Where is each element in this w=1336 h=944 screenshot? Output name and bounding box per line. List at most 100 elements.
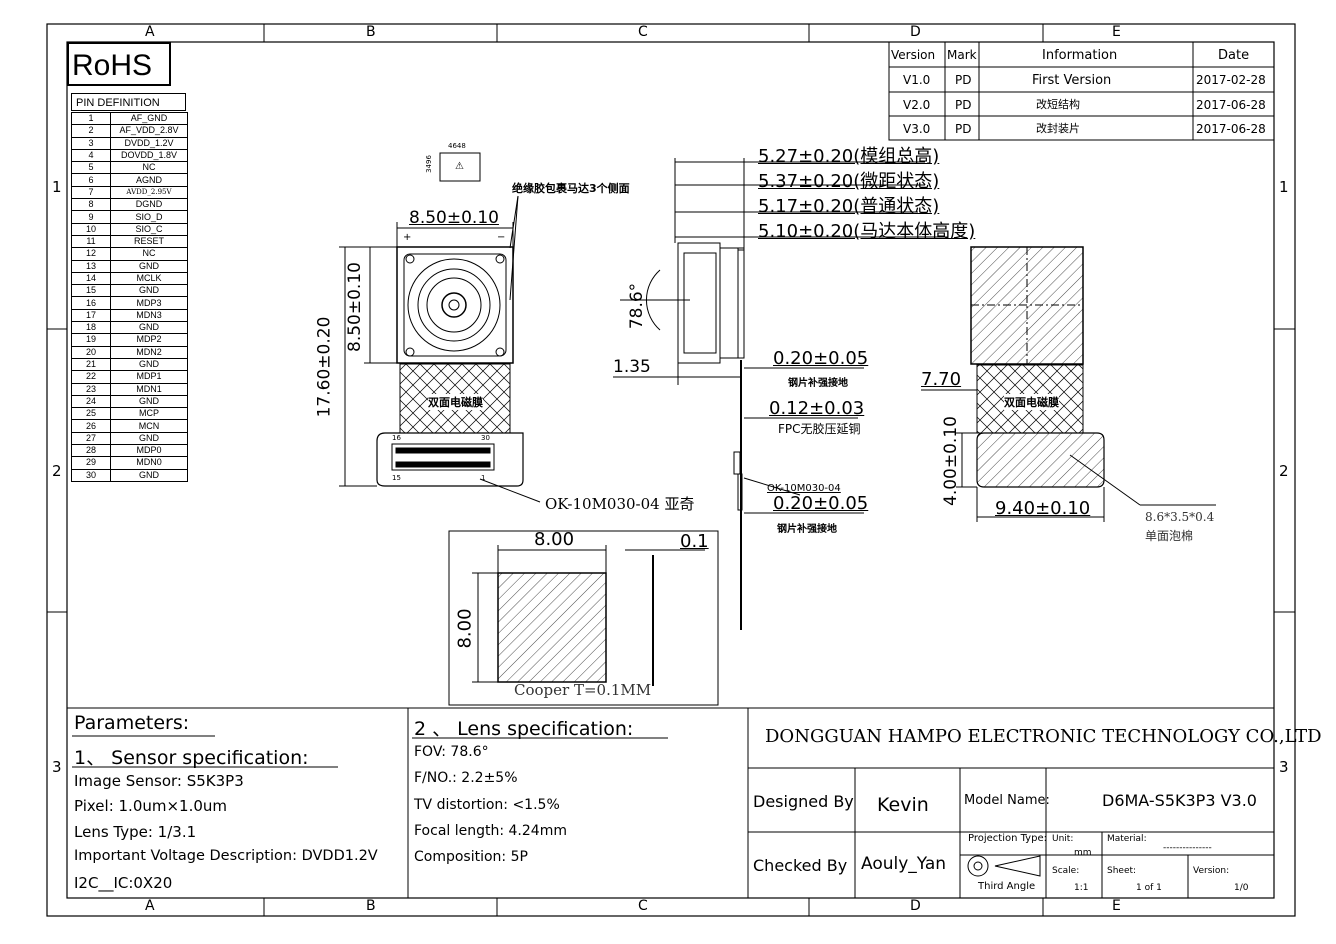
rev-row1-version: V1.0 xyxy=(903,73,931,87)
front-shield-label: 双面电磁膜 xyxy=(428,394,483,410)
rev-row2-version: V2.0 xyxy=(903,98,931,112)
insulation-note: 绝缘胶包裹马达3个侧面 xyxy=(512,182,630,195)
model-name-label: Model Name: xyxy=(964,793,1050,808)
pin-signal: MDN1 xyxy=(110,382,188,396)
pin-number: 4 xyxy=(71,148,111,163)
projection-label: Projection Type: xyxy=(968,833,1047,844)
pin-number: 16 xyxy=(71,296,111,310)
pin-signal: MDN0 xyxy=(110,456,188,470)
sensor-line-1: Image Sensor: S5K3P3 xyxy=(74,772,244,790)
unit-label: Unit: xyxy=(1052,834,1074,844)
rev-row2-mark: PD xyxy=(955,98,972,112)
pin-number: 24 xyxy=(71,394,111,409)
copper-note: Cooper T=0.1MM xyxy=(514,681,652,699)
rohs-badge: RoHS xyxy=(67,42,171,86)
back-dim-940: 9.40±0.10 xyxy=(995,498,1091,519)
pin-number: 13 xyxy=(71,259,111,273)
scale-value: 1:1 xyxy=(1074,883,1089,893)
checked-by-label: Checked By xyxy=(753,856,848,875)
rev-row1-date: 2017-02-28 xyxy=(1196,73,1266,87)
pin-number: 1 xyxy=(71,111,111,126)
pin-number: 3 xyxy=(71,136,111,150)
pin-number: 19 xyxy=(71,333,111,347)
sensor-line-4: Important Voltage Description: DVDD1.2V xyxy=(74,848,378,864)
rev-row2-date: 2017-06-28 xyxy=(1196,98,1266,112)
pin-signal: MDP1 xyxy=(110,370,188,384)
stiffener-label-2: 钢片补强接地 xyxy=(777,524,837,535)
pin-number: 9 xyxy=(71,210,111,224)
copper-view xyxy=(448,530,719,706)
pin-number: 18 xyxy=(71,321,111,335)
copper-height: 8.00 xyxy=(454,608,476,649)
pin-signal: GND xyxy=(110,284,188,298)
sheet-value: 1 of 1 xyxy=(1136,883,1162,893)
sensor-line-5: I2C__IC:0X20 xyxy=(74,874,173,892)
lens-line-3: TV distortion: <1.5% xyxy=(414,797,560,813)
side-connector-label: OK-10M030-04 xyxy=(767,483,841,494)
col-label-a-top: A xyxy=(145,24,155,40)
lens-spec-title: 2 、 Lens specification: xyxy=(414,718,634,740)
col-label-b-bottom: B xyxy=(366,898,376,914)
version-value: 1/0 xyxy=(1234,883,1249,893)
rev-row1-info: First Version xyxy=(1032,73,1112,88)
pin-signal: AGND xyxy=(110,173,188,187)
row-label-3-right: 3 xyxy=(1279,758,1289,776)
dim-front-width: 8.50±0.10 xyxy=(409,208,499,228)
pin-number: 11 xyxy=(71,234,111,249)
pin-signal: AF_VDD_2.8V xyxy=(110,124,188,138)
col-label-d-bottom: D xyxy=(910,898,921,914)
pin-signal: MCN xyxy=(110,419,188,433)
sensor-spec-title: 1、 Sensor specification: xyxy=(74,747,309,769)
col-label-c-top: C xyxy=(638,24,648,40)
pin-signal: NC xyxy=(110,161,188,175)
copper-thickness: 0.1 xyxy=(680,531,709,552)
pin-number: 14 xyxy=(71,271,111,286)
row-label-3-left: 3 xyxy=(52,758,62,776)
material-label: Material: xyxy=(1107,834,1147,844)
row-label-1-left: 1 xyxy=(52,178,62,196)
pin-number: 23 xyxy=(71,382,111,396)
conn-pin-16: 16 xyxy=(392,434,401,442)
lens-line-1: FOV: 78.6° xyxy=(414,744,489,760)
pin-signal: AVDD_2.95V xyxy=(110,185,188,200)
pin-signal: MDP3 xyxy=(110,296,188,310)
conn-pin-15: 15 xyxy=(392,474,401,482)
pin-signal: GND xyxy=(110,468,188,482)
designed-by-label: Designed By xyxy=(753,792,854,811)
side-angle: 78.6° xyxy=(627,282,648,330)
sensor-line-2: Pixel: 1.0um×1.0um xyxy=(74,797,228,815)
col-label-b-top: B xyxy=(366,24,376,40)
fpc-dim: 0.12±0.03 xyxy=(769,398,865,419)
label-symbol: ⚠ xyxy=(455,161,464,172)
foam-label: 单面泡棉 xyxy=(1145,529,1194,543)
pin-number: 8 xyxy=(71,198,111,212)
pin-signal: MCP xyxy=(110,407,188,421)
side-dim-135: 1.35 xyxy=(613,357,651,377)
pin-number: 22 xyxy=(71,370,111,384)
material-value: --------------- xyxy=(1163,843,1212,853)
lens-line-4: Focal length: 4.24mm xyxy=(414,823,567,839)
dim-front-total-height: 17.60±0.20 xyxy=(314,316,335,418)
connector-note: OK-10M030-04 亚奇 xyxy=(545,495,695,513)
pin-signal: NC xyxy=(110,247,188,261)
sheet-label: Sheet: xyxy=(1107,866,1137,876)
pin-number: 27 xyxy=(71,431,111,446)
projection-value: Third Angle xyxy=(978,881,1036,892)
stiffener-label: 钢片补强接地 xyxy=(788,378,848,389)
rev-row3-info: 改封装片 xyxy=(1036,122,1080,135)
model-name-value: D6MA-S5K3P3 V3.0 xyxy=(1102,791,1257,810)
sensor-line-3: Lens Type: 1/3.1 xyxy=(74,823,197,841)
pin-number: 7 xyxy=(71,185,111,200)
